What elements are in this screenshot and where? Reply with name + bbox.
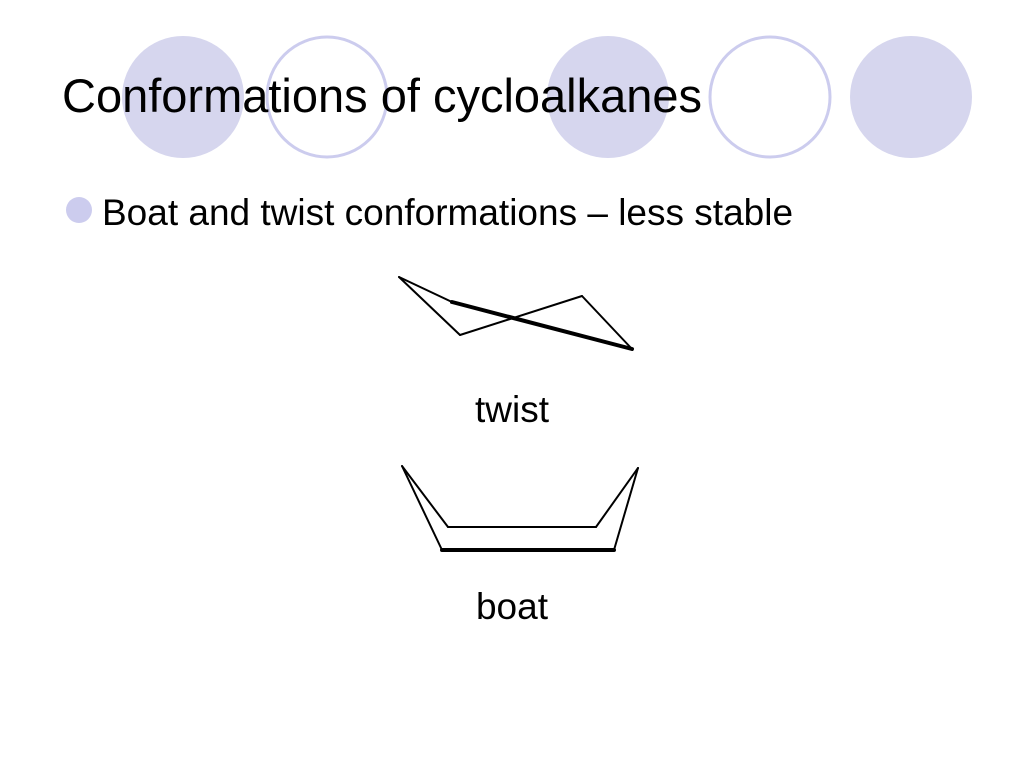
decorative-circles (122, 35, 972, 159)
boat-bond-4 (613, 467, 639, 551)
twist-bond-5 (398, 276, 453, 303)
bullet-item: Boat and twist conformations – less stab… (66, 190, 793, 236)
decor-circle-outline-1 (265, 35, 389, 159)
twist-bond-2 (459, 295, 583, 336)
twist-bond-1 (398, 276, 461, 336)
boat-bond-1 (401, 465, 449, 528)
boat-bond-3 (595, 467, 639, 528)
bullet-dot-icon (66, 197, 92, 223)
decor-circle-filled-2 (547, 36, 669, 158)
slide-title: Conformations of cycloalkanes (62, 69, 703, 122)
twist-bond-4 (450, 300, 634, 351)
boat-label: boat (475, 586, 548, 627)
decor-circle-outline-2 (708, 35, 832, 159)
boat-bond-6 (401, 465, 443, 551)
decor-circle-filled-1 (122, 36, 244, 158)
decor-circle-filled-3 (850, 36, 972, 158)
twist-bond-3 (581, 295, 633, 350)
twist-label: twist (475, 389, 549, 430)
bullet-text: Boat and twist conformations – less stab… (102, 192, 794, 233)
